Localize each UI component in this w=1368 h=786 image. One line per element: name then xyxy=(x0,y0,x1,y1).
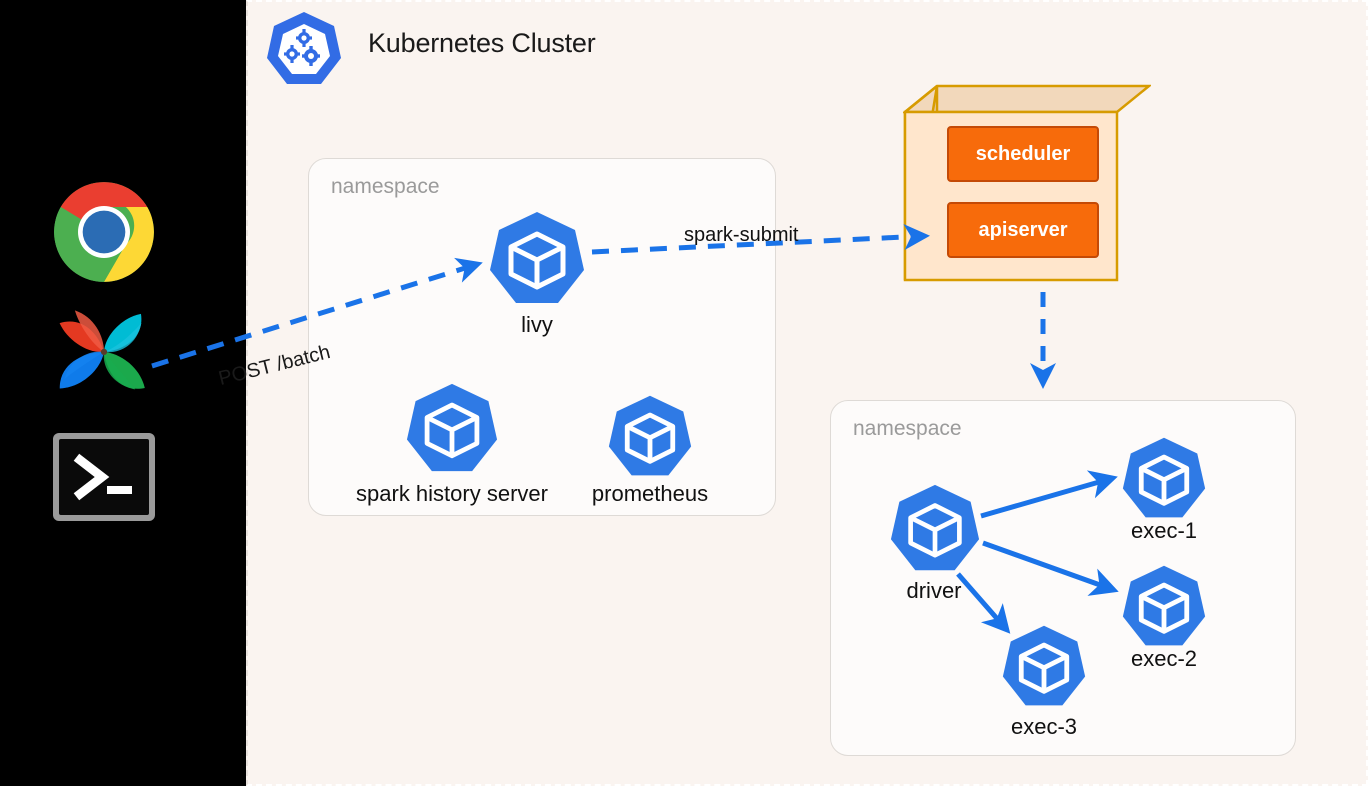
chrome-icon[interactable] xyxy=(52,180,156,289)
pod-spark-history-server[interactable] xyxy=(406,382,498,479)
pod-label-spark-history-server: spark history server xyxy=(356,481,548,506)
kubernetes-logo-icon xyxy=(266,10,342,93)
pod-label-exec-1: exec-1 xyxy=(1130,518,1198,543)
pod-exec-2[interactable] xyxy=(1122,564,1206,653)
desktop-dock xyxy=(0,0,246,786)
pod-exec-3[interactable] xyxy=(1002,624,1086,713)
page-title: Kubernetes Cluster xyxy=(368,28,596,58)
pod-label-exec-3: exec-3 xyxy=(1010,714,1078,739)
service-scheduler[interactable]: scheduler xyxy=(947,126,1099,182)
airflow-pinwheel-icon[interactable] xyxy=(52,302,156,411)
pod-label-livy: livy xyxy=(521,312,553,337)
namespace-label: namespace xyxy=(853,417,962,440)
pod-label-driver: driver xyxy=(906,578,962,603)
namespace-label: namespace xyxy=(331,175,440,198)
pod-exec-1[interactable] xyxy=(1122,436,1206,525)
edge-label-spark-submit: spark-submit xyxy=(684,224,799,246)
pod-prometheus[interactable] xyxy=(608,394,692,483)
pod-livy[interactable] xyxy=(489,210,585,311)
terminal-icon[interactable] xyxy=(52,432,156,527)
pod-driver[interactable] xyxy=(890,483,980,578)
service-apiserver[interactable]: apiserver xyxy=(947,202,1099,258)
pod-label-prometheus: prometheus xyxy=(591,481,709,506)
pod-label-exec-2: exec-2 xyxy=(1130,646,1198,671)
control-plane-box: scheduler apiserver xyxy=(901,84,1153,290)
